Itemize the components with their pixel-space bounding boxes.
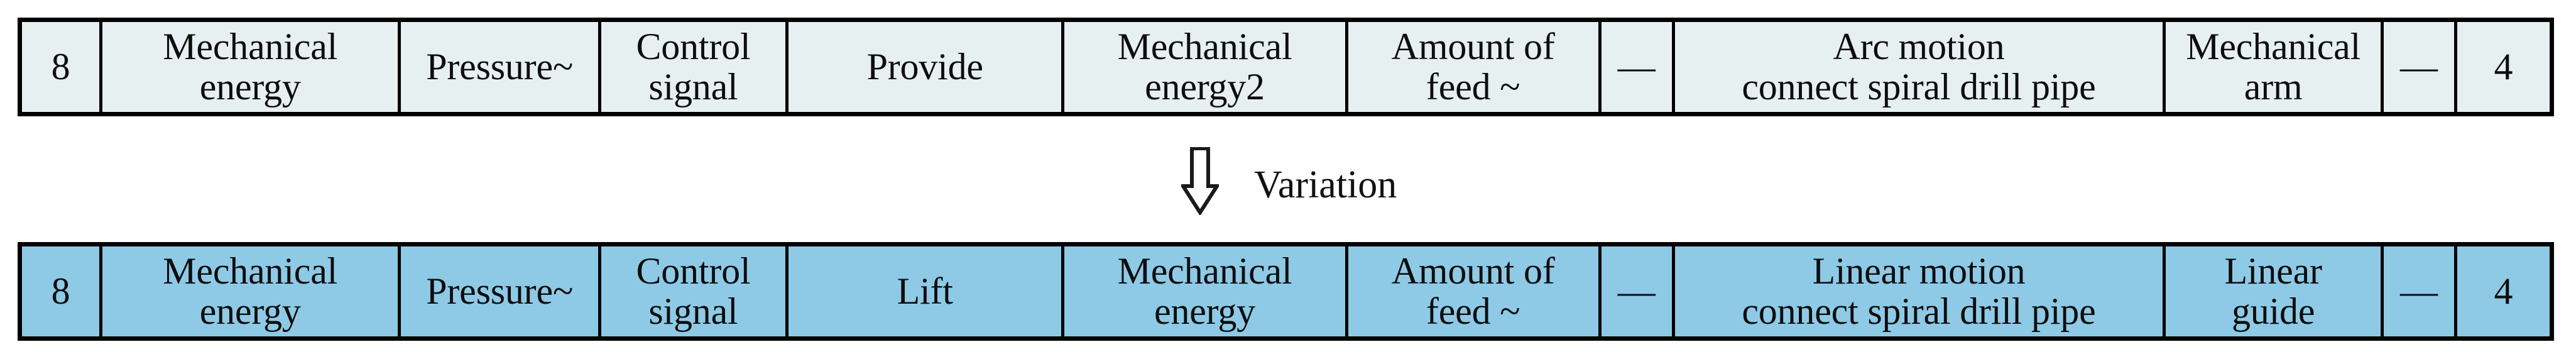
- after-cell-pressure: Pressure~: [398, 244, 601, 339]
- after-cell-0-text: 8: [51, 270, 70, 312]
- before-cell-2-text: Pressure~: [426, 45, 574, 87]
- after-cell-index-right: 4: [2453, 244, 2552, 339]
- before-cell-10-text: —: [2399, 45, 2438, 87]
- before-cell-pressure: Pressure~: [398, 19, 601, 114]
- after-cell-2-text: Pressure~: [426, 270, 574, 312]
- before-cell-0-text: 8: [51, 45, 70, 87]
- after-cell-index-left: 8: [19, 244, 102, 339]
- arrow-down-icon: [1181, 147, 1219, 215]
- before-cell-action: Provide: [785, 19, 1065, 114]
- after-cell-10-text: —: [2399, 270, 2438, 312]
- after-cell-action: Lift: [785, 244, 1065, 339]
- before-cell-11-text: 4: [2494, 45, 2513, 87]
- before-cell-index-right: 4: [2453, 19, 2552, 114]
- after-cell-11-text: 4: [2494, 270, 2513, 312]
- after-cell-dash-left: —: [1598, 244, 1675, 339]
- before-cell-dash-left: —: [1598, 19, 1675, 114]
- before-cell-4-text: Provide: [866, 45, 983, 87]
- after-cell-7-text: —: [1617, 270, 1656, 312]
- after-cell-dash-right: —: [2380, 244, 2457, 339]
- after-cell-4-text: Lift: [897, 270, 953, 312]
- before-cell-dash-right: —: [2380, 19, 2457, 114]
- variation-connector: Variation: [1181, 143, 1397, 219]
- before-cell-index-left: 8: [19, 19, 102, 114]
- before-cell-7-text: —: [1617, 45, 1656, 87]
- variation-label: Variation: [1254, 163, 1397, 206]
